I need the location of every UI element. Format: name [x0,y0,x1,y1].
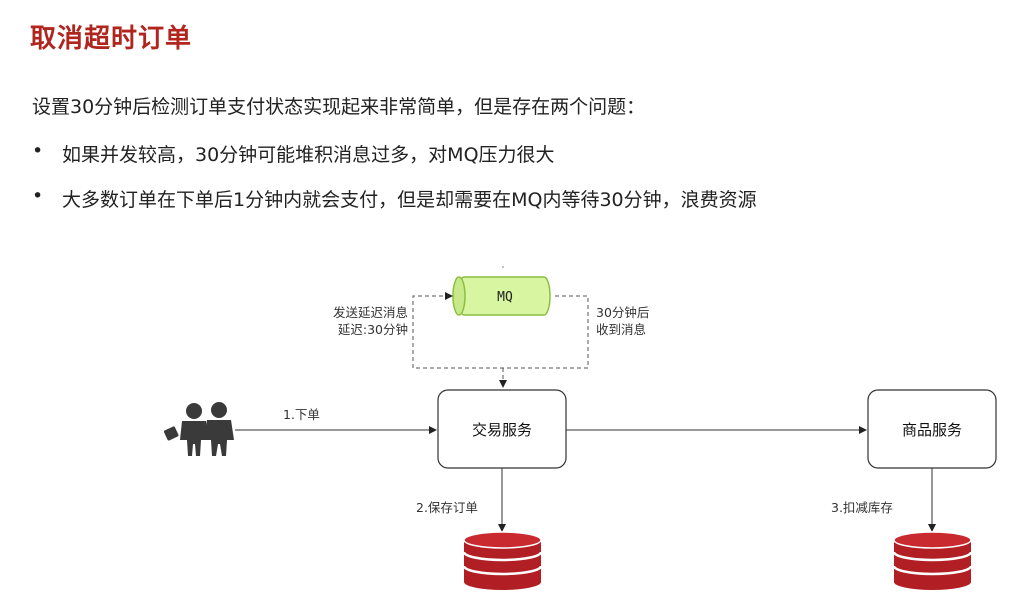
item-service-label: 商品服务 [902,421,962,439]
step2-label: 2.保存订单 [416,500,478,515]
send-delay-time-label: 延迟:30分钟 [338,322,408,337]
step1-label: 1.下单 [283,407,320,422]
trade-service-label: 交易服务 [472,421,532,439]
bullet-text: 大多数订单在下单后1分钟内就会支付，但是却需要在MQ内等待30分钟，浪费资源 [62,189,757,211]
item-service-box: 商品服务 [867,389,997,469]
database-icon [892,531,973,590]
list-item: • 如果并发较高，30分钟可能堆积消息过多，对MQ压力很大 [32,140,555,167]
send-delay-label: 发送延迟消息 [333,305,408,320]
users-icon [163,402,234,456]
list-item: • 大多数订单在下单后1分钟内就会支付，但是却需要在MQ内等待30分钟，浪费资源 [32,185,757,212]
mq-label: MQ [497,290,513,305]
bullet-text: 如果并发较高，30分钟可能堆积消息过多，对MQ压力很大 [62,144,555,166]
step3-label: 3.扣减库存 [831,500,893,515]
database-icon [462,531,543,590]
bullet-icon: • [32,185,44,207]
bullet-icon: • [32,140,44,162]
trade-service-box: 交易服务 [437,389,567,469]
mq-queue: MQ [452,276,551,316]
decor-dot [502,266,504,268]
delay-loop [412,292,589,388]
page-title: 取消超时订单 [30,24,193,54]
receive-label-2: 收到消息 [596,322,646,337]
receive-label: 30分钟后 [596,305,649,320]
intro-text: 设置30分钟后检测订单支付状态实现起来非常简单，但是存在两个问题： [32,96,646,118]
